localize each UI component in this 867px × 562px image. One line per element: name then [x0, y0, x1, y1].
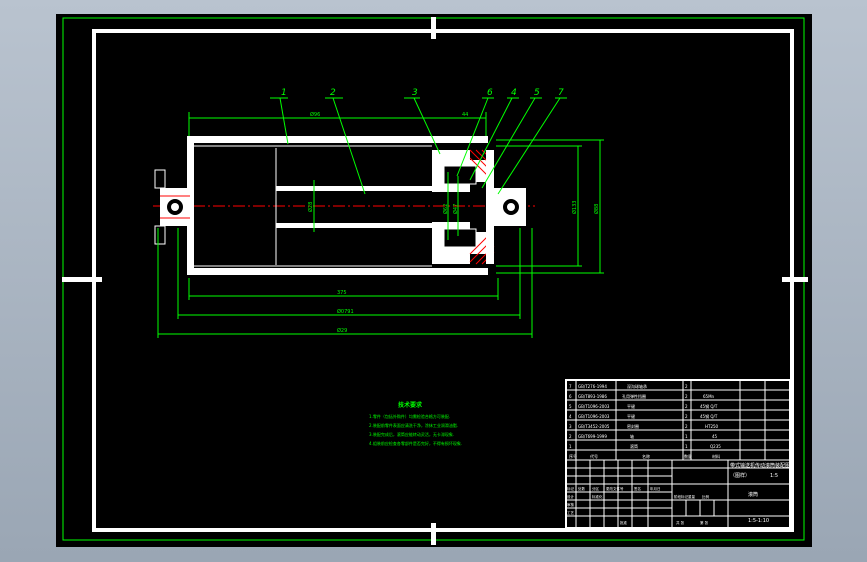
bom-material: HT250	[705, 424, 719, 429]
dim-length-3: Ø29	[337, 327, 347, 334]
centering-mark-top	[431, 17, 436, 39]
tb-cell: 批准	[620, 520, 628, 525]
bom-code: GB/T893-1986	[578, 394, 607, 399]
bom-qty: 2	[685, 404, 688, 409]
bom-no: 3	[569, 424, 572, 429]
bom-name: 孔用弹性挡圈	[622, 393, 646, 399]
dim-top-length: Ø96	[310, 111, 320, 118]
callout-7: 7	[558, 88, 564, 98]
dim-length-1: 375	[337, 290, 347, 296]
callout-3: 3	[412, 88, 418, 98]
tb-cell: 阶段标记	[674, 494, 688, 499]
dim-shaft: Ø28	[307, 202, 314, 212]
title-block: 7 GB/T276-1994 深沟球轴承 2 6 GB/T893-1986 孔用…	[565, 379, 791, 529]
roller-assembly	[153, 136, 535, 275]
bom-name: 深沟球轴承	[627, 383, 647, 389]
notes-line: 3.装配完成后，滚筒应能转动灵活，无卡滞现象.	[369, 431, 454, 437]
bom-material: 45钢 Q/T	[700, 403, 718, 409]
bom-name: 滚筒	[630, 443, 638, 449]
tb-cell: 标准化	[592, 494, 603, 499]
callout-5: 5	[534, 88, 540, 98]
bom-no: 6	[569, 394, 572, 399]
bom-code: GB/T276-1994	[578, 384, 607, 389]
notes-line: 1.零件（包括外购件）均需检验合格方可装配.	[369, 413, 450, 419]
tb-cell: 审核	[567, 502, 575, 507]
bom-header-code: 代号	[590, 453, 598, 459]
bom-qty: 1	[685, 444, 688, 449]
title-scale: 1:5	[770, 473, 778, 479]
centering-mark-right	[782, 277, 808, 282]
bom-header-qty: 数量	[684, 453, 692, 459]
callout-2: 2	[330, 88, 336, 98]
bom-qty: 1	[685, 434, 688, 439]
drawing-name: 滚筒	[748, 491, 758, 498]
bom-material: Q235	[710, 444, 721, 449]
centering-mark-left	[62, 277, 102, 282]
bom-code: GB/T3452-2005	[578, 424, 610, 429]
drawing-sheet	[56, 14, 812, 547]
callout-6: 6	[487, 88, 493, 98]
callout-1: 1	[281, 88, 287, 98]
notes-line: 4.组装前应检查各零部件是否完好，不得有损坏现象.	[369, 440, 462, 446]
dim-height-right: Ø88	[593, 204, 600, 214]
bom-qty: 2	[685, 394, 688, 399]
callout-4: 4	[511, 88, 517, 98]
tb-cell: 设计	[567, 494, 575, 499]
bom-name: 轴	[630, 433, 634, 439]
dim-inner-b: Ø47	[452, 204, 459, 214]
bom-material: 45钢 Q/T	[700, 413, 718, 419]
tb-cell: 签名	[634, 486, 641, 491]
dim-inner-a: Ø62	[442, 204, 449, 214]
tb-cell: 年月日	[650, 486, 661, 491]
shaft-top	[276, 186, 432, 191]
bom-code: GB/T1096-2003	[578, 414, 610, 419]
bom-name: 平键	[627, 403, 635, 409]
tb-cell: 处数	[578, 486, 586, 491]
dim-flange: Ø133	[571, 201, 578, 214]
bom-header-material: 材料	[712, 453, 720, 459]
tb-cell: 第 张	[700, 520, 709, 525]
bom-no: 1	[569, 444, 572, 449]
title-line1: 带式输送机传动滚筒装配图	[730, 462, 790, 469]
drawing-number: 1:5-1:10	[748, 518, 769, 524]
bom-qty: 2	[685, 424, 688, 429]
centering-mark-bottom	[431, 523, 436, 545]
bom-header-name: 名称	[642, 453, 650, 459]
tb-cell: 工艺	[567, 510, 575, 515]
bom-material: 65Mn	[703, 394, 715, 399]
drum-shell-bottom	[189, 268, 488, 275]
bom-code: GB/T1096-2003	[578, 404, 610, 409]
left-end-plate	[187, 136, 194, 275]
bom-material: 45	[712, 434, 718, 439]
tb-cell: 共 张	[676, 520, 685, 525]
notes-line: 2.装配前零件表面应清洗干净，涂抹工业润滑油脂.	[369, 422, 458, 428]
bom-no: 7	[569, 384, 572, 389]
bom-qty: 2	[685, 384, 688, 389]
technical-notes: 技术要求 1.零件（包括外购件）均需检验合格方可装配. 2.装配前零件表面应清洗…	[369, 401, 462, 446]
tb-cell: 更改文件号	[606, 486, 624, 491]
tb-cell: 分区	[592, 486, 600, 491]
outer-border	[62, 17, 805, 541]
dim-length-2: Ø0791	[337, 308, 354, 315]
tb-cell: 重量	[688, 494, 696, 499]
notes-title: 技术要求	[398, 401, 423, 409]
tb-cell: 比例	[702, 494, 710, 499]
dim-top-right: 44	[462, 112, 468, 118]
bom-qty: 2	[685, 414, 688, 419]
dimension-lines	[157, 97, 604, 338]
bom-name: 平键	[627, 413, 635, 419]
shaft-bottom	[276, 223, 432, 228]
bom-header-no: 序号	[569, 453, 577, 459]
bom-no: 2	[569, 434, 572, 439]
bom-no: 4	[569, 414, 572, 419]
bom-name: 密封圈	[627, 423, 639, 429]
bom-no: 5	[569, 404, 572, 409]
drum-shell-top	[189, 136, 488, 143]
title-line2: （图样）	[730, 472, 750, 479]
bom-code: GB/T699-1999	[578, 434, 607, 439]
tb-cell: 标记	[567, 486, 575, 491]
